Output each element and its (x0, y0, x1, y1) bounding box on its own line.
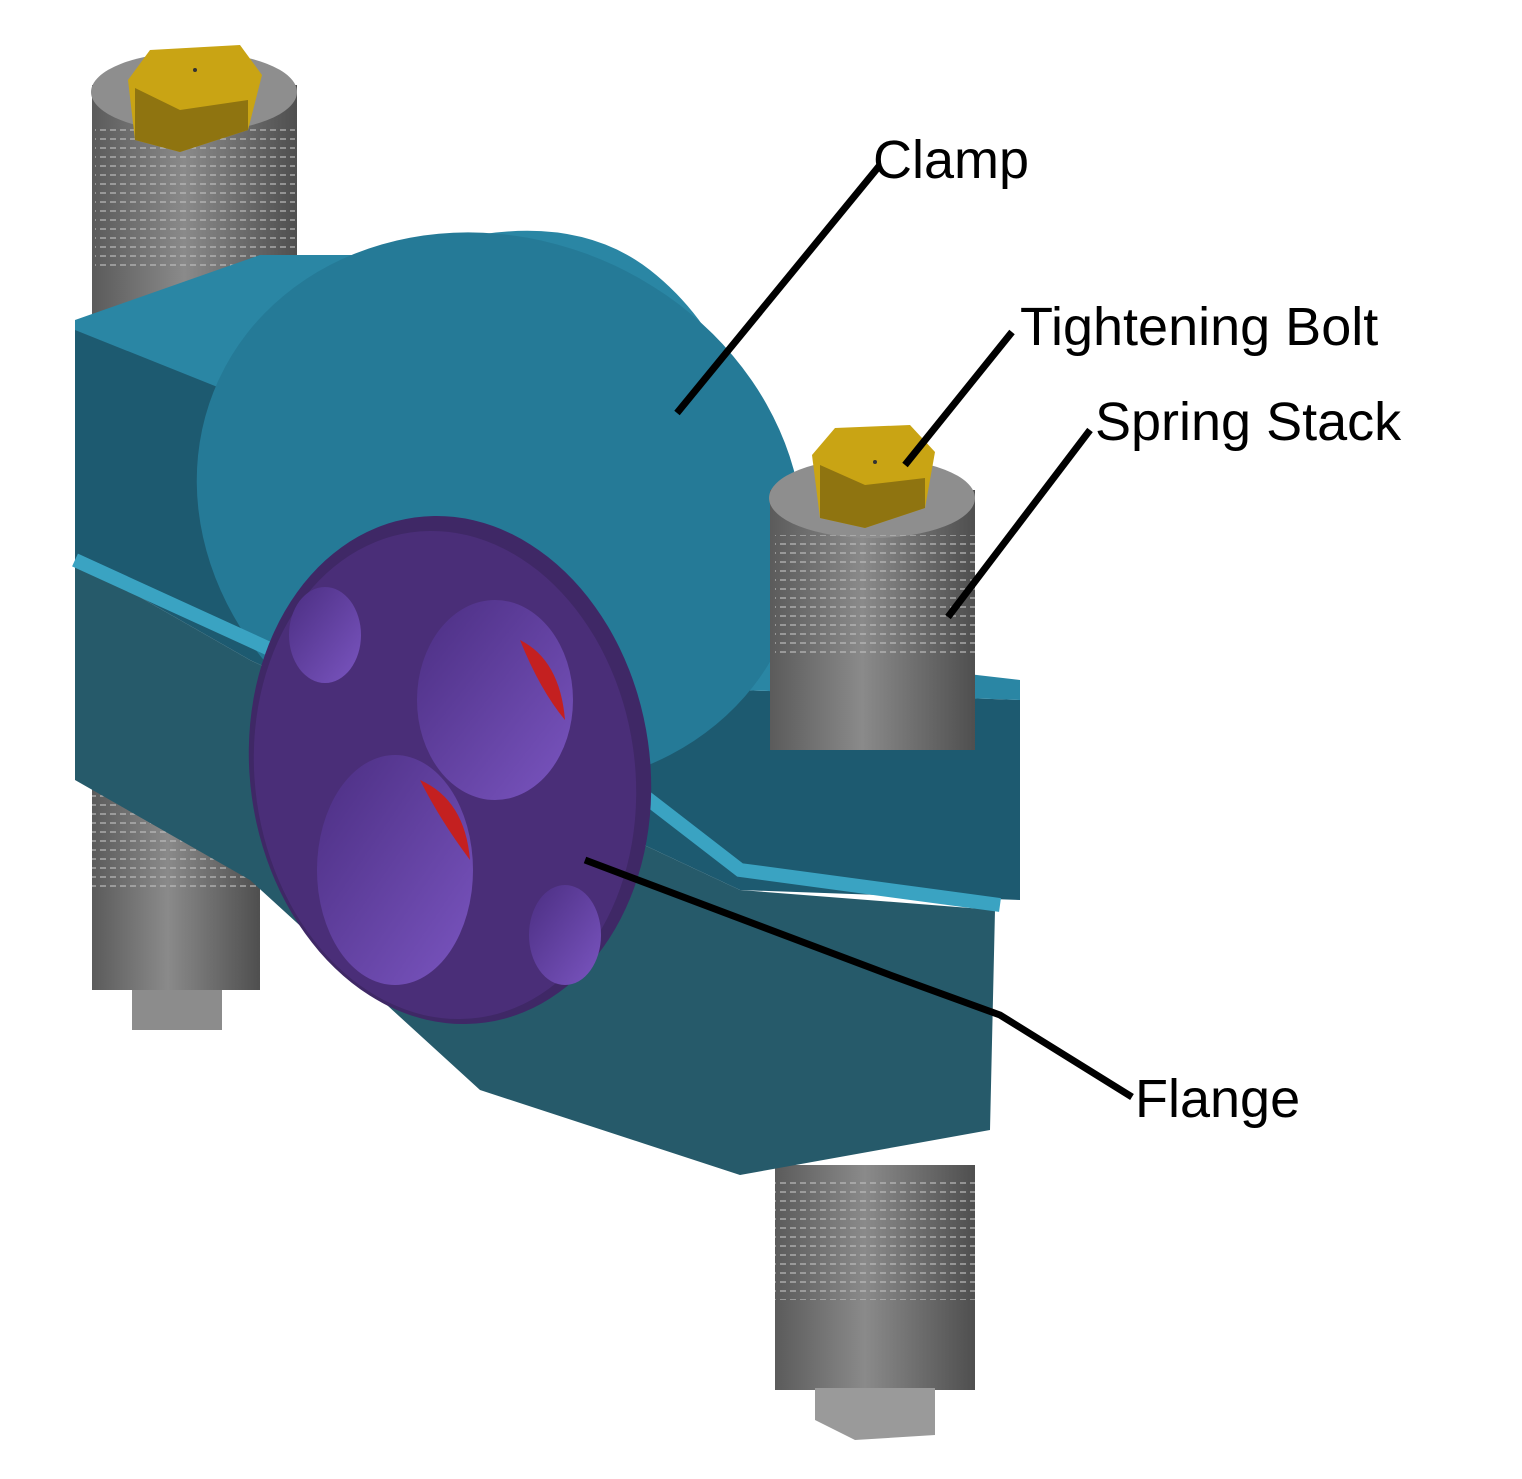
flange-leader-line (583, 856, 1134, 1100)
spring-stack-label: Spring Stack (1095, 392, 1402, 452)
clamp-leader-line (674, 162, 883, 416)
tightening-bolt-label: Tightening Bolt (1020, 297, 1378, 357)
flange-small-hole-bottom (529, 885, 601, 985)
upper-left-bolt-head (128, 45, 262, 152)
flange-large-hole-lower (317, 755, 473, 985)
upper-right-spring-stack (769, 458, 975, 750)
tightening-bolt-leader-line (902, 329, 1015, 468)
flange-label: Flange (1135, 1069, 1300, 1129)
flange (248, 515, 652, 1025)
flange-large-hole-upper (417, 600, 573, 800)
lower-right-spring-stack (775, 1165, 975, 1440)
clamp-label: Clamp (873, 130, 1029, 190)
flange-small-hole-top (289, 587, 361, 683)
upper-right-bolt-head (812, 425, 935, 528)
spring-stack-leader-line (945, 427, 1093, 620)
